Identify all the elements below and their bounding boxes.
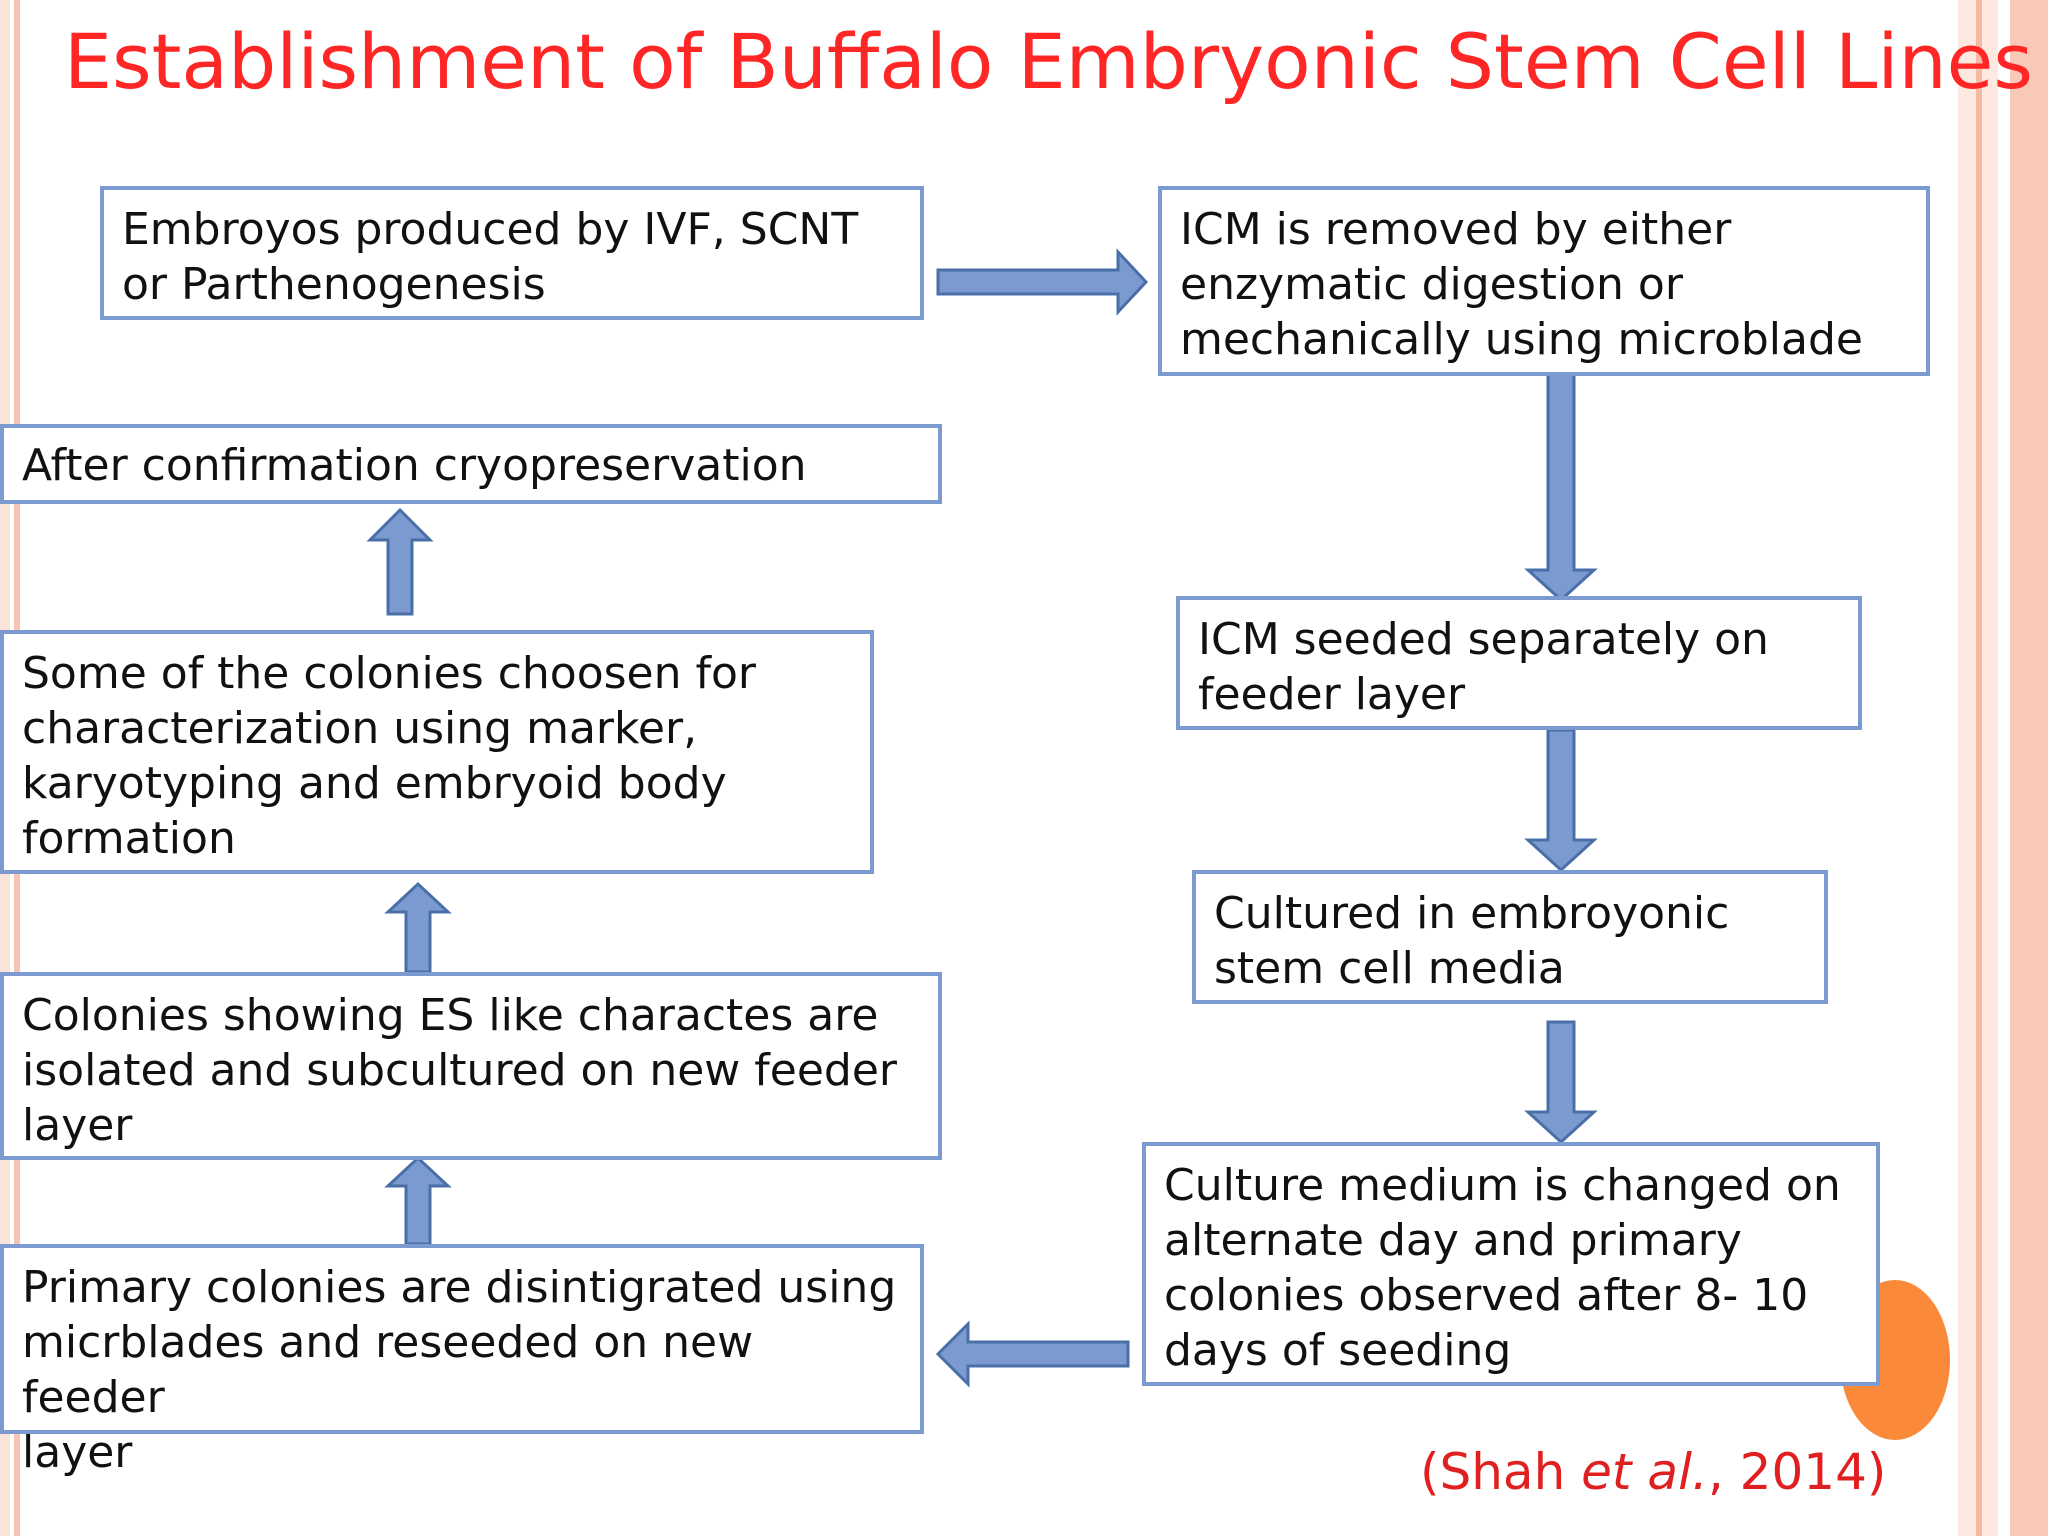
- arrow-down-4-to-5: [1524, 1020, 1598, 1145]
- step-text-line: micrblades and reseeded on new feeder: [22, 1317, 754, 1423]
- step-box-es-colonies: Colonies showing ES like charactes are i…: [0, 972, 942, 1160]
- step-text-line: ICM is removed by either: [1180, 204, 1732, 255]
- step-text-line: Primary colonies are disintigrated using: [22, 1262, 897, 1313]
- step-text-line: Some of the colonies choosen for: [22, 648, 756, 699]
- citation: (Shah et al., 2014): [1420, 1440, 1886, 1504]
- step-text-line: feeder layer: [1198, 669, 1466, 720]
- arrow-up-6-to-7: [384, 1155, 452, 1246]
- arrow-up-7-to-8: [384, 881, 452, 974]
- step-text-line: Culture medium is changed on: [1164, 1160, 1841, 1211]
- step-box-embryo-production: Embroyos produced by IVF, SCNT or Parthe…: [100, 186, 924, 320]
- citation-close: , 2014): [1707, 1443, 1887, 1501]
- step-text-line: stem cell media: [1214, 943, 1565, 994]
- step-text-line: Colonies showing ES like charactes are: [22, 990, 879, 1041]
- citation-open: (Shah: [1420, 1443, 1582, 1501]
- step-text-line: isolated and subcultured on new feeder: [22, 1045, 897, 1096]
- step-box-characterization: Some of the colonies choosen for charact…: [0, 630, 874, 874]
- arrow-right-1-to-2: [936, 248, 1149, 316]
- step-text-line: formation: [22, 813, 236, 864]
- step-text-line: colonies observed after 8- 10: [1164, 1270, 1809, 1321]
- arrow-down-2-to-3: [1524, 372, 1598, 603]
- step-text-line: layer: [22, 1427, 133, 1478]
- arrow-down-3-to-4: [1524, 728, 1598, 873]
- step-text-line: characterization using marker,: [22, 703, 698, 754]
- step-box-icm-seeding: ICM seeded separately on feeder layer: [1176, 596, 1862, 730]
- step-text-line: Cultured in embroyonic: [1214, 888, 1730, 939]
- step-text-line: Embroyos produced by IVF, SCNT: [122, 204, 859, 255]
- step-text-line: karyotyping and embryoid body: [22, 758, 727, 809]
- step-box-medium-change: Culture medium is changed on alternate d…: [1142, 1142, 1880, 1386]
- step-text-line: or Parthenogenesis: [122, 259, 546, 310]
- step-text-line: After confirmation cryopreservation: [22, 440, 807, 491]
- step-box-icm-removal: ICM is removed by either enzymatic diges…: [1158, 186, 1930, 376]
- step-text-line: layer: [22, 1100, 133, 1151]
- slide-title: Establishment of Buffalo Embryonic Stem …: [64, 17, 2033, 106]
- step-box-primary-colonies: Primary colonies are disintigrated using…: [0, 1244, 924, 1478]
- step-text-line: mechanically using microblade: [1180, 314, 1863, 365]
- right-border-stripe-outer: [2010, 0, 2048, 1536]
- step-text-line: enzymatic digestion or: [1180, 259, 1683, 310]
- step-text-line: alternate day and primary: [1164, 1215, 1742, 1266]
- step-box-cryopreservation: After confirmation cryopreservation: [0, 424, 942, 504]
- step-text-line: ICM seeded separately on: [1198, 614, 1769, 665]
- arrow-left-5-to-6: [935, 1320, 1130, 1388]
- step-text-line: days of seeding: [1164, 1325, 1512, 1376]
- arrow-up-8-to-9: [366, 507, 434, 616]
- right-border-stripe-accent: [1976, 0, 1982, 1536]
- step-box-culture-media: Cultured in embroyonic stem cell media: [1192, 870, 1828, 1004]
- citation-italic: et al.: [1581, 1443, 1708, 1501]
